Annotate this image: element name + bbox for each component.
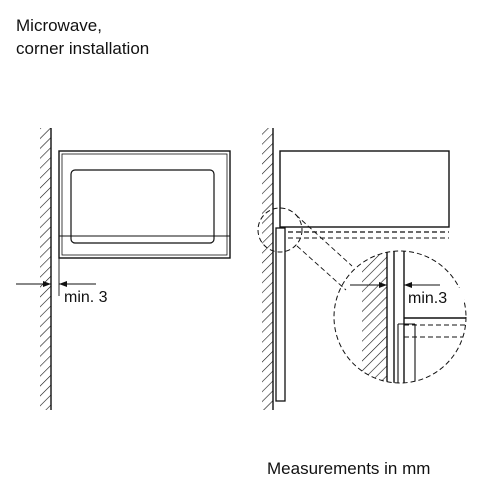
front-view: min. 3 (16, 128, 231, 410)
min-gap-label-detail: min.3 (408, 290, 447, 307)
microwave-door-window (70, 169, 215, 244)
detail-marker-circle (257, 207, 303, 253)
detail-leader-top (295, 214, 353, 267)
detail-dim-right-head (404, 282, 412, 288)
side-panel (275, 227, 286, 402)
dim-arrow-left-head (43, 281, 51, 287)
diagram-title: Microwave, corner installation (16, 14, 149, 60)
detail-dim-left-head (379, 282, 387, 288)
microwave-front-outer (58, 150, 231, 259)
detail-leader-bottom (296, 245, 347, 291)
dim-arrow-right-head (59, 281, 67, 287)
title-line-2: corner installation (16, 39, 150, 58)
min-gap-label-left: min. 3 (64, 289, 108, 306)
side-view (257, 128, 450, 410)
measurements-note: Measurements in mm (267, 459, 431, 478)
detail-wall-hatch (362, 251, 387, 383)
right-wall-hatch (262, 128, 273, 410)
detail-circle-outline (333, 250, 467, 384)
wall-cabinet-body (279, 150, 450, 228)
detail-enlargement: min.3 (333, 250, 467, 384)
detail-label-backing (408, 288, 464, 307)
microwave-front-inner (61, 153, 228, 256)
title-line-1: Microwave, (16, 16, 102, 35)
left-wall-hatch (40, 128, 51, 410)
